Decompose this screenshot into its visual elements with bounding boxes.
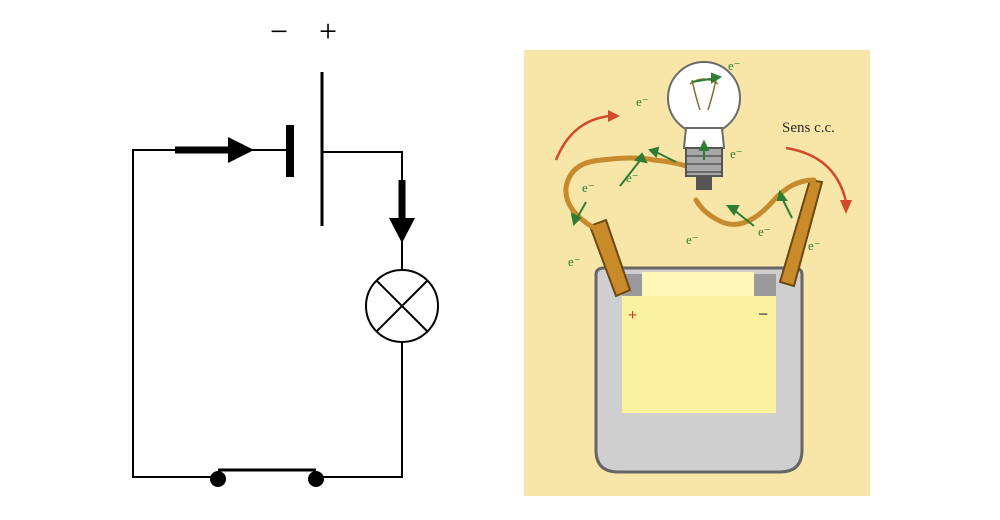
electron-labels: e⁻ e⁻ e⁻ e⁻ e⁻ e⁻ e⁻ e⁻ e⁻ [568,58,821,269]
electron-label: e⁻ [626,170,639,185]
left-wire [563,155,689,231]
lamp-symbol [365,269,439,343]
positive-terminal-label: + [628,307,637,324]
electron-label: e⁻ [758,224,771,239]
electron-label: e⁻ [636,94,649,109]
current-arrow-right [785,146,848,203]
right-clip [778,178,824,288]
battery-minus-label: − [270,13,288,49]
battery-cell [594,266,804,474]
electron-label: e⁻ [568,254,581,269]
current-arrow-left-head [608,110,620,122]
current-arrow-right-head [840,200,852,214]
switch-symbol [210,468,324,487]
current-arrow-left [554,114,611,161]
electron-label: e⁻ [728,58,741,73]
battery-negative-plate [286,125,294,177]
battery-bulb-illustration: + − Sens c.c. e⁻ e⁻ e⁻ e⁻ e⁻ [524,50,870,496]
battery-plus-label: + [319,13,337,49]
electron-label: e⁻ [582,180,595,195]
electron-flow-arrows [570,72,793,227]
light-bulb [667,61,741,190]
current-arrow-left-head [228,137,254,163]
right-wire-top [322,151,403,270]
current-arrow-down-head [389,218,415,243]
negative-terminal-label: − [758,304,768,324]
left-clip [588,218,632,298]
electron-label: e⁻ [808,238,821,253]
left-wire [132,149,290,478]
electron-label: e⁻ [686,232,699,247]
electron-label: e⁻ [730,146,743,161]
circuit-schematic: − + [132,13,439,487]
right-wire-bottom [318,342,403,478]
current-direction-label: Sens c.c. [782,120,835,136]
